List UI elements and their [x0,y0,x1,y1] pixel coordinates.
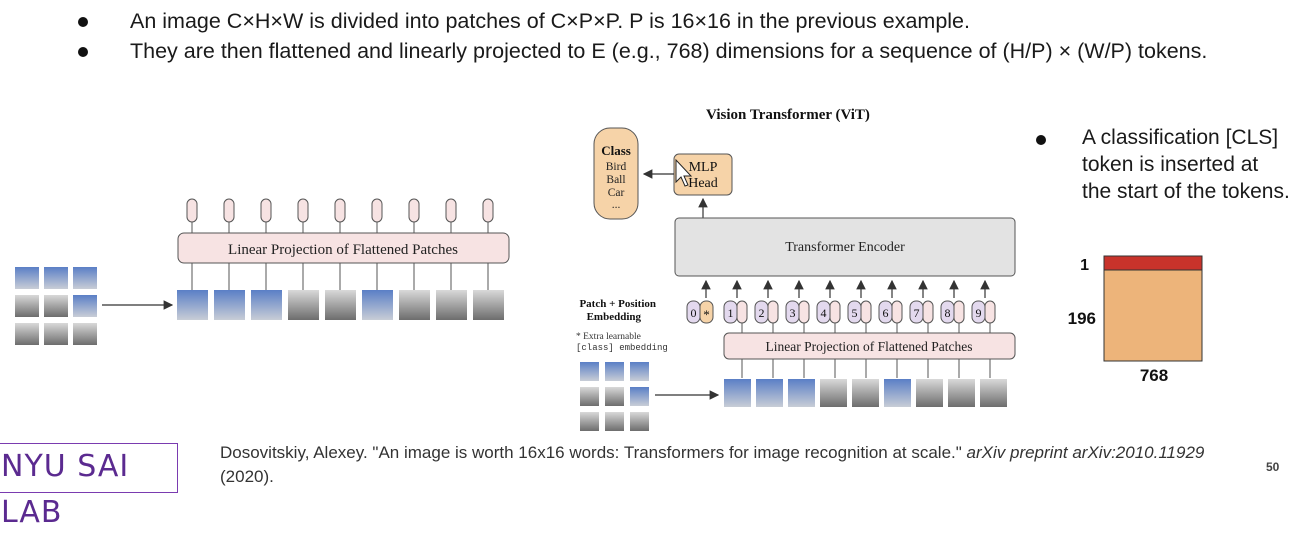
lab-logo: NYU SAI LAB [0,443,178,530]
cls-token-block [1103,255,1203,271]
vit-patch-links [741,359,991,378]
left-projection-label: Linear Projection of Flattened Patches [228,242,458,258]
left-token-links [191,222,489,233]
embedding-pair: 9 [971,300,996,324]
patch-token-block [1103,269,1203,362]
class-box [593,127,639,220]
vit-title: Vision Transformer (ViT) [706,107,870,123]
embedding-pair: 4 [816,300,841,324]
patch-row-count: 196 [1068,309,1096,328]
vit-patch-sequence [724,379,1007,407]
bullet-text: They are then flattened and linearly pro… [130,39,1208,63]
vit-projection-label: Linear Projection of Flattened Patches [766,339,973,354]
embedding-pair: 5 [847,300,872,324]
bullet-list: An image C×H×W is divided into patches o… [78,6,1293,66]
mlp-head-label: Head [688,176,718,191]
class-item: ... [612,199,621,211]
transformer-encoder-box [674,217,1016,277]
embedding-pair: 0 * [686,300,714,324]
left-patch-sequence [177,290,504,320]
left-projection-box [177,232,510,264]
left-output-tokens [186,198,494,223]
embedding-pair: 8 [940,300,965,324]
cls-row-count: 1 [1080,257,1089,274]
embedding-pair: 3 [785,300,810,324]
cls-marker: * [703,307,710,322]
citation-year: (2020). [220,467,274,486]
page-number: 50 [1266,460,1280,474]
token-index: 6 [883,306,889,320]
bullet-text: An image C×H×W is divided into patches o… [130,9,970,33]
bullet-dot [78,17,88,27]
token-index: 8 [945,306,951,320]
bullet-dot [78,47,88,57]
token-index: 9 [976,306,982,320]
token-to-encoder-arrows [701,279,990,298]
citation-text: Dosovitskiy, Alexey. "An image is worth … [220,443,967,462]
token-index: 2 [759,306,765,320]
vit-projection-box [723,332,1016,360]
vit-patch-grid [580,362,649,431]
token-index: 5 [852,306,858,320]
token-index: 4 [821,306,827,320]
bullet-dot [1036,135,1046,145]
embedding-pair: 2 [754,300,779,324]
left-patch-grid [15,267,97,345]
token-index: 3 [790,306,796,320]
citation-venue: arXiv preprint arXiv:2010.11929 [966,443,1205,462]
embedding-pair: 7 [909,300,934,324]
figures-canvas: Linear Projection of Flattened Patches V… [15,107,1203,431]
class-item: Car [608,187,625,199]
embedding-label: Embedding [587,311,642,323]
embedding-label: Patch + Position [579,298,656,310]
citation: Dosovitskiy, Alexey. "An image is worth … [220,441,1230,489]
footnote: [class] embedding [576,343,668,353]
bullet-item: They are then flattened and linearly pro… [78,36,1293,66]
embedding-pair: 1 [723,300,748,324]
embedding-pair: 6 [878,300,903,324]
encoder-label: Transformer Encoder [785,240,905,255]
bullet-item: An image C×H×W is divided into patches o… [78,6,1293,36]
left-patch-links [191,263,489,290]
mlp-head-label: MLP [689,160,718,175]
class-item: Bird [606,161,627,173]
projection-to-token-links [741,323,991,333]
class-title: Class [601,143,631,158]
token-index: 7 [914,306,920,320]
token-index: 1 [728,306,734,320]
footnote: * Extra learnable [576,332,641,342]
class-item: Ball [606,174,625,186]
token-index: 0 [691,306,697,320]
cls-bullet-text: A classification [CLS] token is inserted… [1082,126,1290,203]
cursor-icon [675,158,693,187]
embedding-tokens: 0 * 1 2 3 4 5 [686,300,996,324]
embedding-dim: 768 [1140,366,1168,385]
